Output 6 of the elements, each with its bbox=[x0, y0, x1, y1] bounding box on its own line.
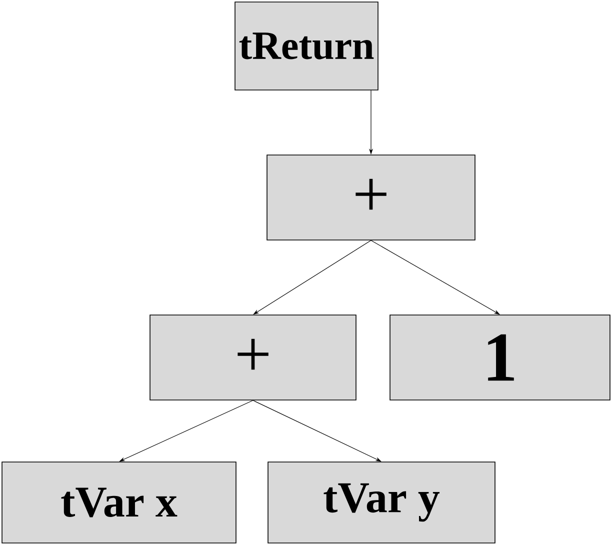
tree-node-box: + bbox=[266, 154, 476, 240]
tree-node-box: tVar y bbox=[268, 462, 496, 544]
tree-node-box: tReturn bbox=[234, 2, 378, 90]
tree-node-box: + bbox=[150, 314, 356, 400]
tree-node-box: tVar x bbox=[2, 462, 236, 544]
tree-node-box: 1 bbox=[390, 314, 610, 400]
